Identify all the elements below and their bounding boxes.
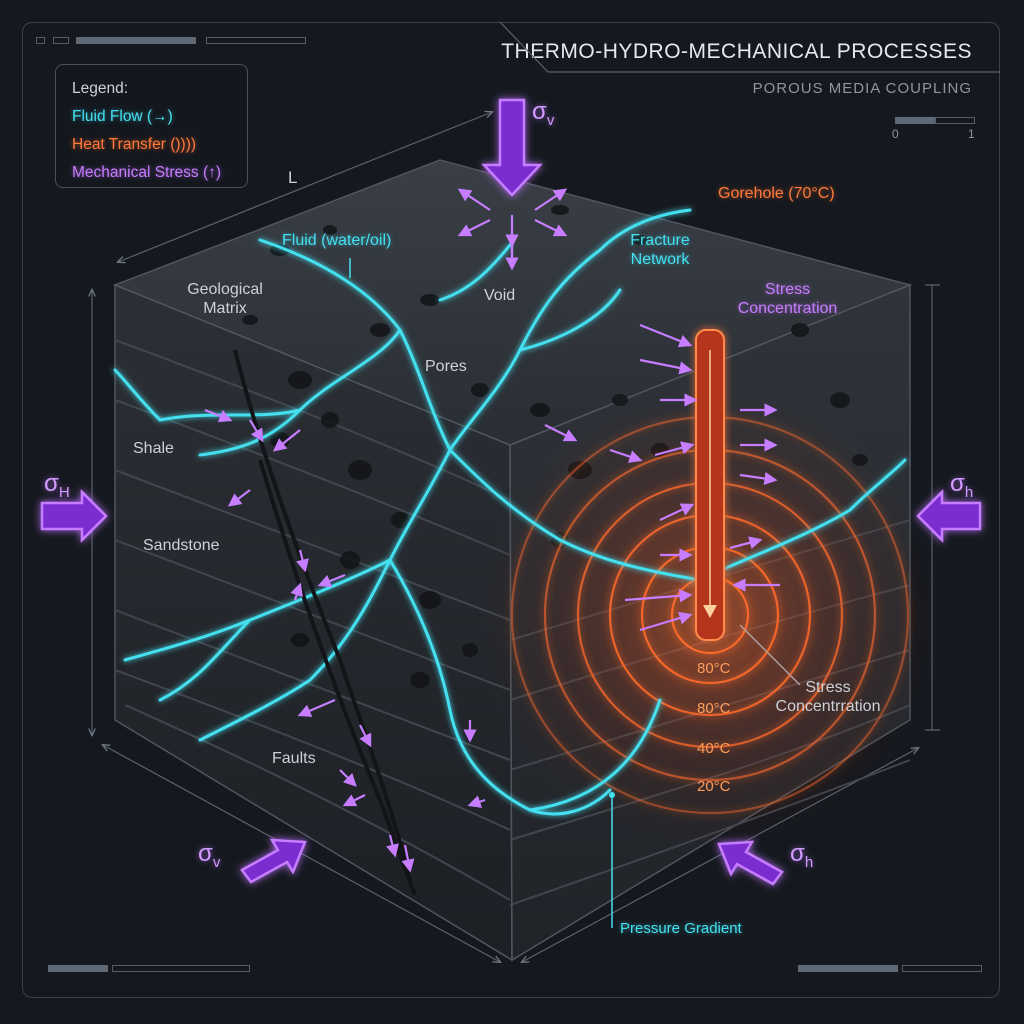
stress-sigma-bottom-right: σh: [790, 840, 814, 871]
label-faults: Faults: [272, 750, 316, 767]
leader-lines: [349, 258, 801, 928]
temperature-label: 20°C: [697, 778, 731, 795]
label-pressure-gradient: Pressure Gradient: [620, 920, 742, 937]
stress-sigma-right: σh: [950, 470, 974, 501]
label-pores: Pores: [425, 358, 467, 375]
legend-panel: Legend: Fluid Flow (→) Heat Transfer ())…: [55, 64, 248, 188]
label-stress-concentration-top: Stress Concentration: [737, 281, 838, 317]
temperature-label: 80°C: [697, 660, 731, 677]
stress-sigma-bottom-left: σv: [198, 840, 221, 871]
legend-mechanical-stress: Mechanical Stress (↑): [72, 164, 222, 181]
stress-sigma-top: σv: [532, 98, 555, 129]
local-stress-arrows: [204, 188, 780, 873]
label-fracture-network: Fracture Network: [630, 232, 690, 268]
legend-fluid-flow: Fluid Flow (→): [72, 108, 173, 125]
scale-min: 0: [892, 127, 899, 141]
corner-mark: L: [288, 168, 298, 187]
borehole: [695, 190, 725, 641]
legend-heading: Legend:: [72, 80, 129, 97]
temperature-label: 40°C: [697, 740, 731, 757]
scale-max: 1: [968, 127, 975, 141]
label-geological-matrix: Geological Matrix: [187, 281, 263, 317]
label-borehole: Gorehole (70°C): [718, 185, 835, 202]
page-subtitle: POROUS MEDIA COUPLING: [752, 80, 972, 97]
label-fluid: Fluid (water/oil): [282, 232, 392, 249]
label-stress-concentration-bottom: Stress Concentrration: [775, 679, 881, 715]
label-shale: Shale: [133, 440, 174, 457]
stress-arrows: [40, 98, 982, 886]
label-void: Void: [484, 287, 516, 304]
page-title: THERMO-HYDRO-MECHANICAL PROCESSES: [501, 40, 972, 63]
legend-heat-transfer: Heat Transfer ()))): [72, 136, 197, 153]
stress-sigma-left: σH: [44, 470, 70, 501]
outer-frame: [22, 22, 1000, 998]
temperature-label: 80°C: [697, 700, 731, 717]
fluid-network: [113, 208, 907, 816]
label-sandstone: Sandstone: [143, 537, 220, 554]
